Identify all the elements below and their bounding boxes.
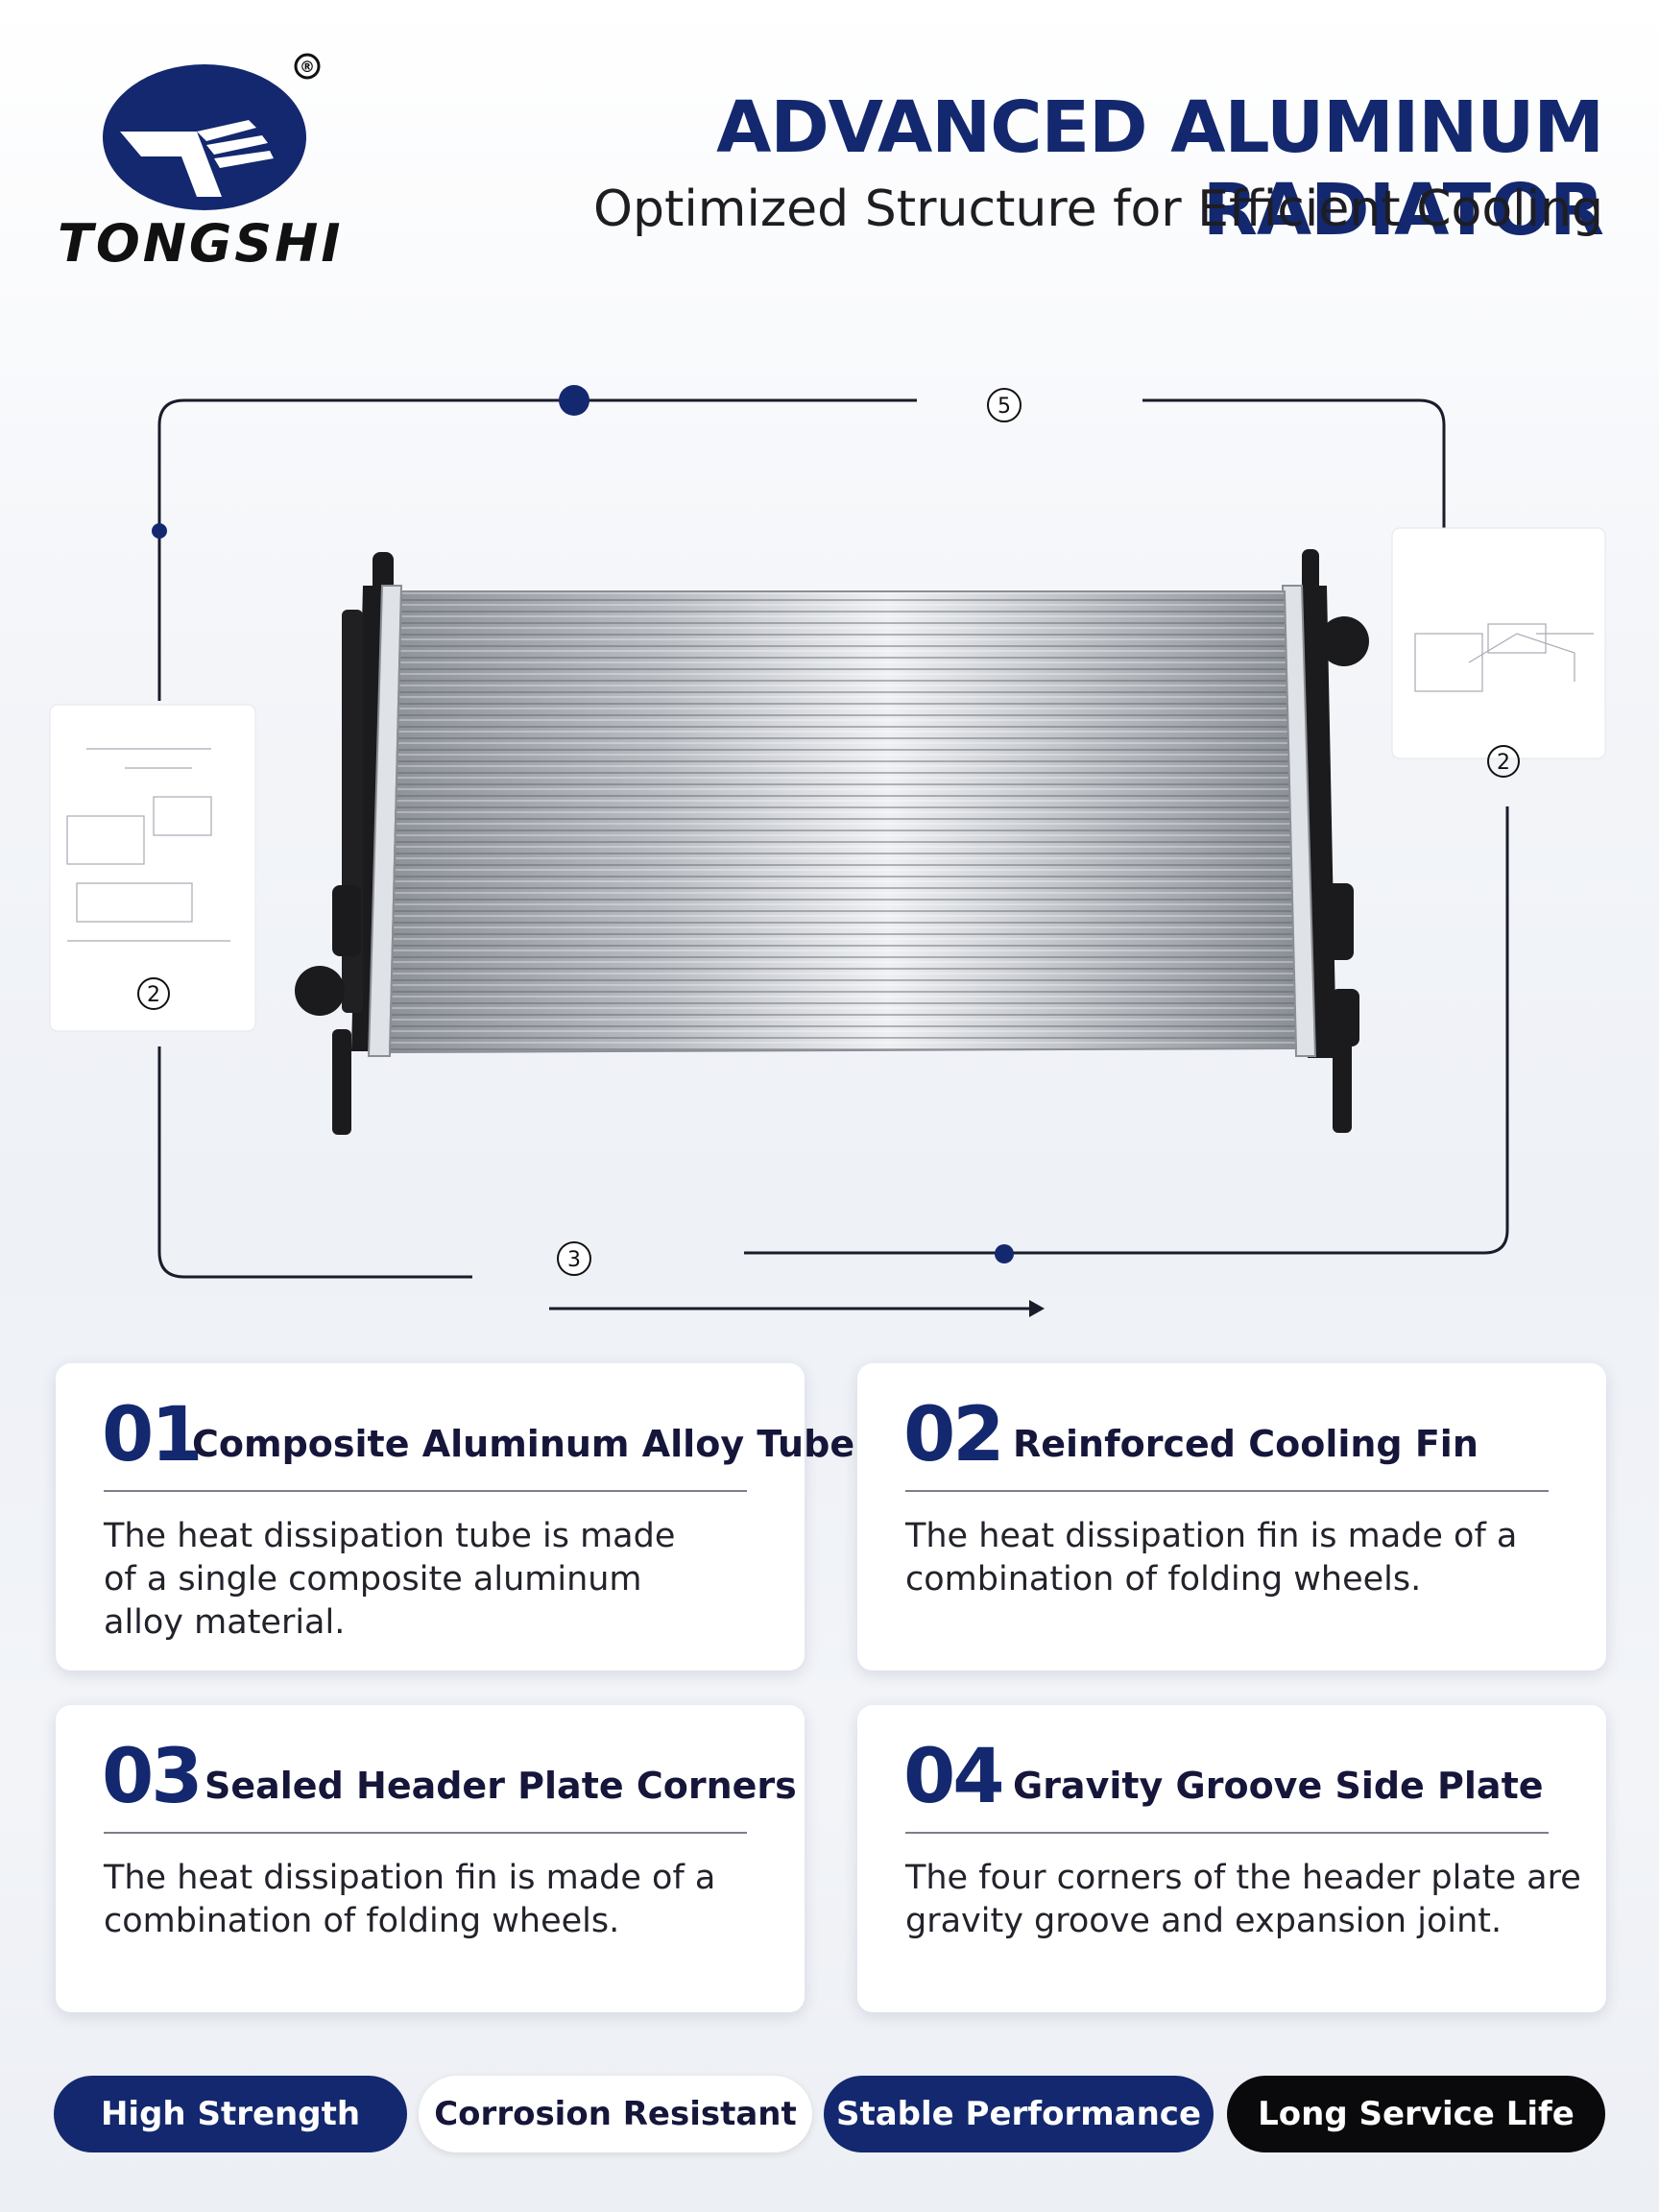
feature-number: 01 — [102, 1392, 204, 1479]
divider — [104, 1490, 747, 1492]
feature-title: Sealed Header Plate Corners — [204, 1765, 797, 1807]
arrow-right-icon — [1029, 1300, 1045, 1317]
badge-corrosion-resistant: Corrosion Resistant — [419, 2076, 812, 2152]
technical-drawing-icon — [1414, 623, 1594, 692]
radiator-image — [295, 549, 1369, 1135]
radiator-diagram: 2 2 5 3 — [49, 385, 1606, 1317]
callout-right: 2 — [1497, 751, 1510, 775]
callout-top: 5 — [998, 395, 1011, 419]
feature-card-4: 04 Gravity Groove Side Plate The four co… — [857, 1705, 1606, 2012]
registered-mark-icon — [294, 53, 321, 80]
feature-description: The heat dissipation tube is made of a s… — [104, 1517, 676, 1642]
feature-description: The heat dissipation fin is made of a co… — [905, 1517, 1518, 1599]
divider — [104, 1832, 747, 1834]
feature-description: The four corners of the header plate are… — [905, 1859, 1581, 1940]
feature-number: 04 — [903, 1734, 1005, 1820]
callout-left: 2 — [147, 983, 160, 1007]
feature-card-2: 02 Reinforced Cooling Fin The heat dissi… — [857, 1363, 1606, 1671]
badge-high-strength: High Strength — [54, 2076, 407, 2152]
feature-title: Reinforced Cooling Fin — [1013, 1423, 1479, 1465]
connector-lines — [157, 398, 1509, 1310]
feature-card-1: 01 Composite Aluminum Alloy Tube The hea… — [56, 1363, 854, 1671]
brand-name: TONGSHI — [58, 213, 344, 274]
registered-mark: ® — [300, 58, 315, 76]
brand-logo: ® — [103, 53, 321, 210]
logo-t-mark-icon — [120, 132, 222, 197]
feature-number: 02 — [903, 1392, 1005, 1479]
page-subtitle: Optimized Structure for Efficient Coolin… — [593, 180, 1603, 238]
callout-bottom: 3 — [567, 1248, 581, 1272]
feature-title: Gravity Groove Side Plate — [1013, 1765, 1544, 1807]
feature-description: The heat dissipation fin is made of a co… — [104, 1859, 716, 1940]
drawing-card-left: 2 — [49, 704, 256, 1032]
drawing-card-right: 2 — [1391, 527, 1606, 778]
technical-drawing-icon — [66, 748, 230, 942]
divider — [905, 1832, 1549, 1834]
feature-title: Composite Aluminum Alloy Tube — [192, 1423, 855, 1465]
page-title: ADVANCED ALUMINUM RADIATOR — [716, 86, 1604, 252]
divider — [905, 1490, 1549, 1492]
badge-stable-performance: Stable Performance — [824, 2076, 1214, 2152]
badge-long-service-life: Long Service Life — [1227, 2076, 1605, 2152]
feature-card-3: 03 Sealed Header Plate Corners The heat … — [56, 1705, 805, 2012]
feature-number: 03 — [102, 1734, 204, 1820]
